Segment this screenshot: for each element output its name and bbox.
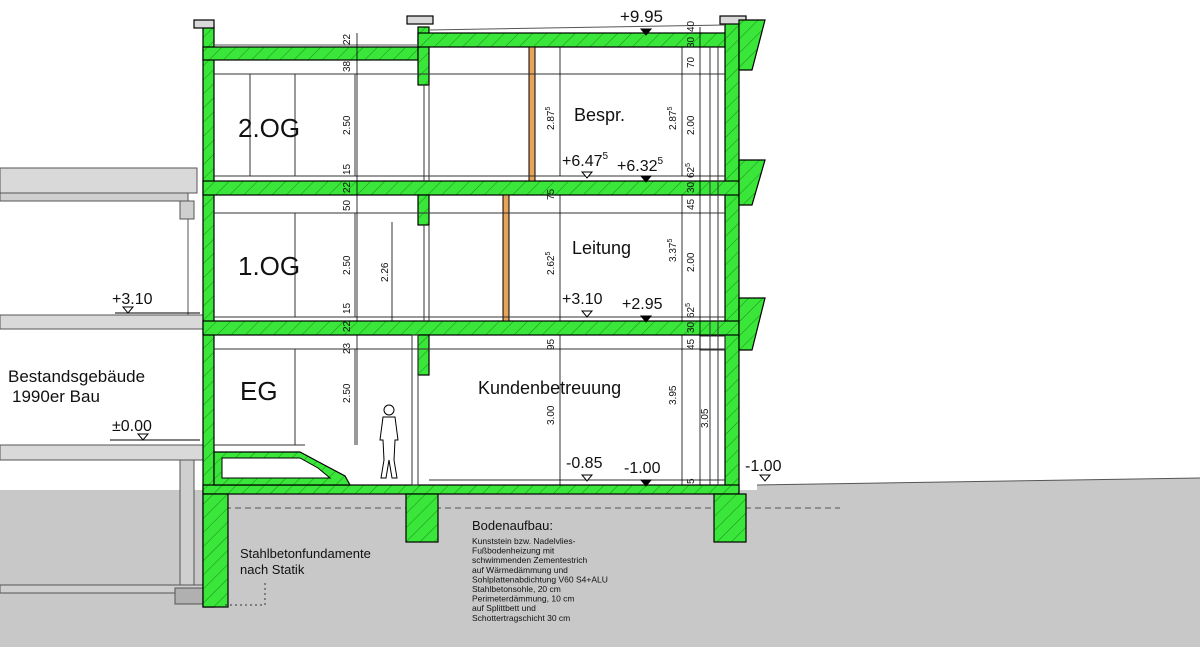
dim-262: 2.625 — [545, 252, 557, 275]
dim-30a: 30 — [686, 36, 697, 48]
floor-buildup-line: auf Wärmedämmung und — [472, 565, 568, 575]
floor-buildup-line: Kunststein bzw. Nadelvlies- — [472, 536, 576, 546]
dim-75: 75 — [546, 188, 557, 200]
dim-250c: 2.50 — [342, 383, 353, 403]
dim-250b: 2.50 — [342, 255, 353, 275]
floor-buildup-notes: Kunststein bzw. Nadelvlies-Fußbodenheizu… — [472, 536, 608, 623]
dim-22a: 22 — [342, 33, 353, 45]
level-minus100-outside: -1.00 — [745, 458, 782, 475]
dim-395: 3.95 — [668, 385, 679, 405]
dim-95: 95 — [546, 338, 557, 350]
existing-building — [0, 167, 206, 605]
room-label-leitung: Leitung — [572, 238, 631, 258]
floor-buildup-line: Stahlbetonsohle, 20 cm — [472, 584, 561, 594]
dim-15a: 15 — [342, 163, 353, 175]
dim-30c: 30 — [686, 321, 697, 333]
level-310-left: +3.10 — [112, 291, 153, 308]
dim-45a: 45 — [686, 198, 697, 210]
level-310-right: +3.10 — [562, 291, 603, 308]
level-top: +9.95 — [620, 7, 663, 26]
dim-287a: 2.875 — [545, 107, 557, 130]
existing-building-year: 1990er Bau — [12, 387, 100, 406]
room-label-bespr: Bespr. — [574, 105, 625, 125]
dimension-texts: 22 38 2.50 15 22 50 2.50 15 22 23 2.50 2… — [342, 20, 711, 484]
timber-wall-2og — [528, 46, 536, 182]
dim-30b: 30 — [686, 181, 697, 193]
dim-5: 5 — [686, 478, 697, 484]
dim-200b: 2.00 — [686, 252, 697, 272]
floor-buildup-line: Sohlplattenabdichtung V60 S4+ALU — [472, 574, 608, 584]
interior-lines — [214, 47, 726, 486]
dim-287b: 2.875 — [667, 107, 679, 130]
dim-62a: 625 — [685, 163, 697, 178]
level-markers — [110, 28, 772, 487]
ground-line — [756, 477, 1200, 486]
dim-300: 3.00 — [546, 405, 557, 425]
room-label-2og: 2.OG — [238, 113, 300, 143]
room-label-kunden: Kundenbetreuung — [478, 378, 621, 398]
level-632: +6.325 — [617, 156, 663, 175]
floor-buildup-title: Bodenaufbau: — [472, 518, 553, 533]
timber-wall-1og — [502, 194, 510, 322]
dim-38: 38 — [342, 60, 353, 72]
floor-buildup-line: Perimeterdämmung, 10 cm — [472, 594, 575, 604]
foundation-label-line1: Stahlbetonfundamente — [240, 546, 371, 561]
dim-15b: 15 — [342, 302, 353, 314]
foundation-leader — [225, 580, 266, 606]
foundation-label-line2: nach Statik — [240, 562, 305, 577]
dim-200a: 2.00 — [686, 115, 697, 135]
floor-buildup-line: schwimmenden Zementestrich — [472, 555, 588, 565]
step-void — [221, 457, 332, 479]
level-000: ±0.00 — [112, 418, 152, 435]
room-label-1og: 1.OG — [238, 251, 300, 281]
level-minus085: -0.85 — [566, 455, 603, 472]
dim-23: 23 — [342, 342, 353, 354]
dim-62b: 625 — [685, 303, 697, 318]
dim-337: 3.375 — [667, 239, 679, 262]
dim-305: 3.05 — [700, 408, 711, 428]
dim-70: 70 — [686, 56, 697, 68]
floor-buildup-line: Schottertragschicht 30 cm — [472, 613, 570, 623]
level-minus100: -1.00 — [624, 460, 661, 477]
dim-250a: 2.50 — [342, 115, 353, 135]
dim-22c: 22 — [342, 320, 353, 332]
concrete-structure — [193, 15, 766, 608]
dim-50: 50 — [342, 199, 353, 211]
ground-area — [0, 478, 1200, 647]
human-figure-icon — [379, 404, 399, 479]
floor-buildup-line: auf Splittbett und — [472, 603, 536, 613]
dimension-lines — [356, 27, 701, 485]
floor-buildup-line: Fußbodenheizung mit — [472, 546, 555, 556]
dim-22b: 22 — [342, 181, 353, 193]
roof-covering-upper — [428, 24, 726, 31]
level-647: +6.475 — [562, 151, 608, 170]
room-label-eg: EG — [240, 376, 278, 406]
level-295: +2.95 — [622, 296, 663, 313]
dim-40: 40 — [686, 20, 697, 32]
existing-building-label: Bestandsgebäude — [8, 367, 145, 386]
dim-45b: 45 — [686, 338, 697, 350]
dim-226: 2.26 — [380, 262, 391, 282]
